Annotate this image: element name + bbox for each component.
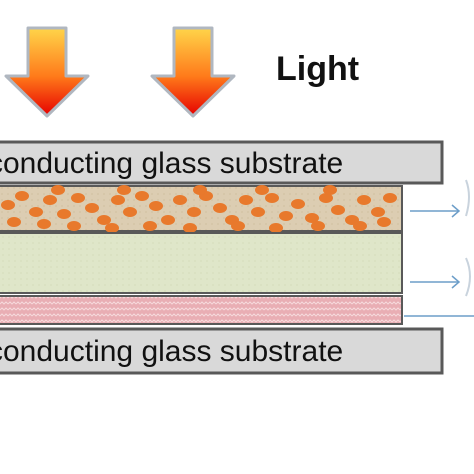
- particle: [231, 221, 245, 231]
- particle: [29, 207, 43, 217]
- particle: [357, 195, 371, 205]
- particle: [135, 191, 149, 201]
- bottom-glass-label: conducting glass substrate: [0, 335, 343, 368]
- particle: [187, 207, 201, 217]
- particle: [111, 195, 125, 205]
- light-label: Light: [276, 50, 359, 88]
- external-circuit-arc: [465, 179, 470, 217]
- particle: [323, 185, 337, 195]
- particle: [67, 221, 81, 231]
- particle: [291, 199, 305, 209]
- particle: [15, 191, 29, 201]
- top-glass-label: conducting glass substrate: [0, 147, 343, 180]
- particle: [255, 185, 269, 195]
- particle: [37, 219, 51, 229]
- particle: [371, 207, 385, 217]
- light-arrow-right-icon: [150, 26, 236, 118]
- particle: [377, 217, 391, 227]
- particle: [319, 193, 333, 203]
- particle: [57, 209, 71, 219]
- top-glass-substrate: [0, 140, 444, 185]
- particle: [97, 215, 111, 225]
- particle: [251, 207, 265, 217]
- particle-cluster: [1, 185, 397, 233]
- particle: [311, 221, 325, 231]
- particle: [279, 211, 293, 221]
- particle: [123, 207, 137, 217]
- particle: [51, 185, 65, 195]
- bottom-glass-substrate: [0, 327, 444, 375]
- particle: [305, 213, 319, 223]
- particle: [43, 195, 57, 205]
- electrolyte-layer: [0, 232, 403, 294]
- particle: [213, 203, 227, 213]
- particle: [269, 223, 283, 233]
- particle: [183, 223, 197, 233]
- particle: [265, 193, 279, 203]
- side-arrow-top-icon: [410, 204, 461, 218]
- particle: [161, 215, 175, 225]
- particle: [1, 200, 15, 210]
- particle: [71, 193, 85, 203]
- particle: [143, 221, 157, 231]
- particle: [193, 185, 207, 195]
- counter-electrode-layer: [0, 295, 403, 325]
- side-arrow-middle-icon: [410, 275, 461, 289]
- particle: [7, 217, 21, 227]
- particle: [117, 185, 131, 195]
- particle: [149, 201, 163, 211]
- particle: [239, 195, 253, 205]
- external-circuit-arc-lower: [465, 257, 471, 297]
- particle: [331, 205, 345, 215]
- light-arrow-left-icon: [4, 26, 90, 118]
- particle: [353, 221, 367, 231]
- particle: [105, 223, 119, 233]
- particle: [383, 193, 397, 203]
- particle: [173, 195, 187, 205]
- particle: [85, 203, 99, 213]
